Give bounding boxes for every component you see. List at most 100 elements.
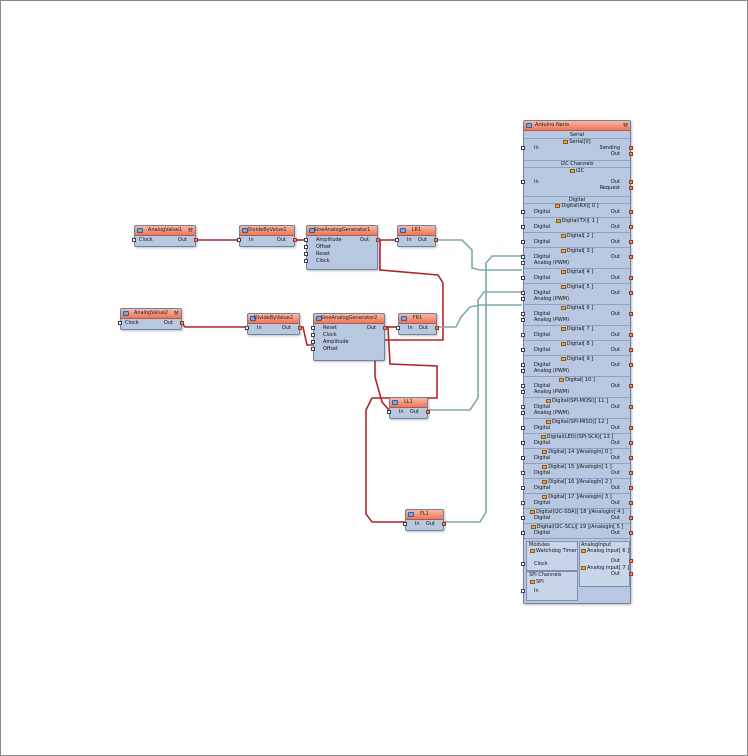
amplitude-input-pin[interactable] xyxy=(304,238,308,242)
watchdog-clock-pin[interactable] xyxy=(521,562,525,566)
divide-by-value2-component[interactable]: DivideByValue2 In Out xyxy=(245,313,302,335)
digital-channel-out-pin[interactable] xyxy=(629,291,633,295)
digital-channel-out-pin[interactable] xyxy=(629,255,633,259)
digital-channel-input-pin[interactable] xyxy=(521,240,525,244)
digital-channel-input-pin[interactable] xyxy=(521,318,525,322)
reset-input-pin[interactable] xyxy=(304,252,308,256)
wire-fl1-to-d3[interactable] xyxy=(442,255,522,523)
ll1-component[interactable]: LL1 In Out xyxy=(387,397,430,419)
digital-channel-input-pin[interactable] xyxy=(521,291,525,295)
digital-channel-input-pin[interactable] xyxy=(521,363,525,367)
digital-channel-out-pin[interactable] xyxy=(629,486,633,490)
clock-input-pin[interactable] xyxy=(311,333,315,337)
digital-channel-out-pin[interactable] xyxy=(629,312,633,316)
clock-input-pin[interactable] xyxy=(118,321,122,325)
digital-channel-input-pin[interactable] xyxy=(521,333,525,337)
wire-fr1-to-d4[interactable] xyxy=(437,304,522,328)
out-output-pin[interactable] xyxy=(194,238,198,242)
component-header[interactable]: Arduino Nano ⚒ xyxy=(524,121,630,131)
digital-channel-out-pin[interactable] xyxy=(629,363,633,367)
digital-channel-input-pin[interactable] xyxy=(521,531,525,535)
serial-sending-pin[interactable] xyxy=(629,146,633,150)
in-input-pin[interactable] xyxy=(237,238,241,242)
out-output-pin[interactable] xyxy=(298,326,302,330)
digital-channel-input-pin[interactable] xyxy=(521,369,525,373)
digital-channel-input-pin[interactable] xyxy=(521,261,525,265)
component-header[interactable]: DivideByValue1 xyxy=(240,226,294,236)
digital-channel-input-pin[interactable] xyxy=(521,471,525,475)
in-input-pin[interactable] xyxy=(387,410,391,414)
out-output-pin[interactable] xyxy=(293,238,297,242)
digital-channel-input-pin[interactable] xyxy=(521,225,525,229)
component-header[interactable]: SineAnalogGenerator1 xyxy=(307,226,377,236)
in-input-pin[interactable] xyxy=(403,522,407,526)
digital-channel-out-pin[interactable] xyxy=(629,456,633,460)
component-header[interactable]: AnalogValue1 ⚒ xyxy=(135,226,195,236)
digital-channel-out-pin[interactable] xyxy=(629,516,633,520)
wrench-icon[interactable]: ⚒ xyxy=(173,310,179,317)
digital-channel-input-pin[interactable] xyxy=(521,426,525,430)
i2c-in-pin[interactable] xyxy=(521,180,525,184)
wire-lr1-to-d2[interactable] xyxy=(437,239,522,271)
component-header[interactable]: LR1 xyxy=(398,226,435,236)
analog-value2-component[interactable]: AnalogValue2 ⚒ Clock Out xyxy=(118,308,184,330)
digital-channel-out-pin[interactable] xyxy=(629,240,633,244)
digital-channel-out-pin[interactable] xyxy=(629,276,633,280)
digital-channel-out-pin[interactable] xyxy=(629,531,633,535)
digital-channel-input-pin[interactable] xyxy=(521,411,525,415)
out-output-pin[interactable] xyxy=(442,522,446,526)
analog-input-out-pin[interactable] xyxy=(629,559,633,563)
wrench-icon[interactable]: ⚒ xyxy=(622,122,628,129)
wire-av2-to-div2[interactable] xyxy=(180,321,248,328)
i2c-request-pin[interactable] xyxy=(629,186,633,190)
out-output-pin[interactable] xyxy=(435,326,439,330)
component-header[interactable]: DivideByValue2 xyxy=(248,314,299,324)
digital-channel-input-pin[interactable] xyxy=(521,390,525,394)
digital-channel-input-pin[interactable] xyxy=(521,501,525,505)
out-output-pin[interactable] xyxy=(383,326,387,330)
component-header[interactable]: FL1 xyxy=(406,510,443,520)
wire-ll1-to-d5[interactable] xyxy=(428,291,522,411)
digital-channel-input-pin[interactable] xyxy=(521,312,525,316)
in-input-pin[interactable] xyxy=(395,238,399,242)
digital-channel-out-pin[interactable] xyxy=(629,441,633,445)
digital-channel-input-pin[interactable] xyxy=(521,276,525,280)
digital-channel-input-pin[interactable] xyxy=(521,456,525,460)
digital-channel-input-pin[interactable] xyxy=(521,255,525,259)
digital-channel-input-pin[interactable] xyxy=(521,384,525,388)
digital-channel-out-pin[interactable] xyxy=(629,225,633,229)
digital-channel-input-pin[interactable] xyxy=(521,348,525,352)
sine-analog-generator1-component[interactable]: SineAnalogGenerator1 Amplitude Offset Re… xyxy=(304,225,380,270)
digital-channel-out-pin[interactable] xyxy=(629,333,633,337)
i2c-out-pin[interactable] xyxy=(629,180,633,184)
digital-channel-input-pin[interactable] xyxy=(521,516,525,520)
fr1-component[interactable]: FR1 In Out xyxy=(396,313,439,335)
component-header[interactable]: SineAnalogGenerator2 xyxy=(314,314,384,324)
fl1-component[interactable]: FL1 In Out xyxy=(403,509,446,531)
digital-channel-input-pin[interactable] xyxy=(521,210,525,214)
digital-channel-out-pin[interactable] xyxy=(629,501,633,505)
wire-sine1-to-ll1[interactable] xyxy=(374,239,444,411)
component-header[interactable]: FR1 xyxy=(399,314,436,324)
offset-input-pin[interactable] xyxy=(304,245,308,249)
wrench-icon[interactable]: ⚒ xyxy=(187,227,193,234)
digital-channel-input-pin[interactable] xyxy=(521,441,525,445)
clock-input-pin[interactable] xyxy=(304,259,308,263)
digital-channel-out-pin[interactable] xyxy=(629,426,633,430)
offset-input-pin[interactable] xyxy=(311,347,315,351)
digital-channel-input-pin[interactable] xyxy=(521,486,525,490)
digital-channel-out-pin[interactable] xyxy=(629,384,633,388)
lr1-component[interactable]: LR1 In Out xyxy=(395,225,438,247)
digital-channel-out-pin[interactable] xyxy=(629,471,633,475)
digital-channel-input-pin[interactable] xyxy=(521,297,525,301)
sine-analog-generator2-component[interactable]: SineAnalogGenerator2 Reset Clock Amplitu… xyxy=(311,313,387,361)
clock-input-pin[interactable] xyxy=(132,238,136,242)
out-output-pin[interactable] xyxy=(434,238,438,242)
component-header[interactable]: AnalogValue2 ⚒ xyxy=(121,309,181,319)
spi-in-pin[interactable] xyxy=(521,589,525,593)
digital-channel-out-pin[interactable] xyxy=(629,210,633,214)
amplitude-input-pin[interactable] xyxy=(311,340,315,344)
in-input-pin[interactable] xyxy=(245,326,249,330)
analog-value1-component[interactable]: AnalogValue1 ⚒ Clock Out xyxy=(132,225,198,247)
